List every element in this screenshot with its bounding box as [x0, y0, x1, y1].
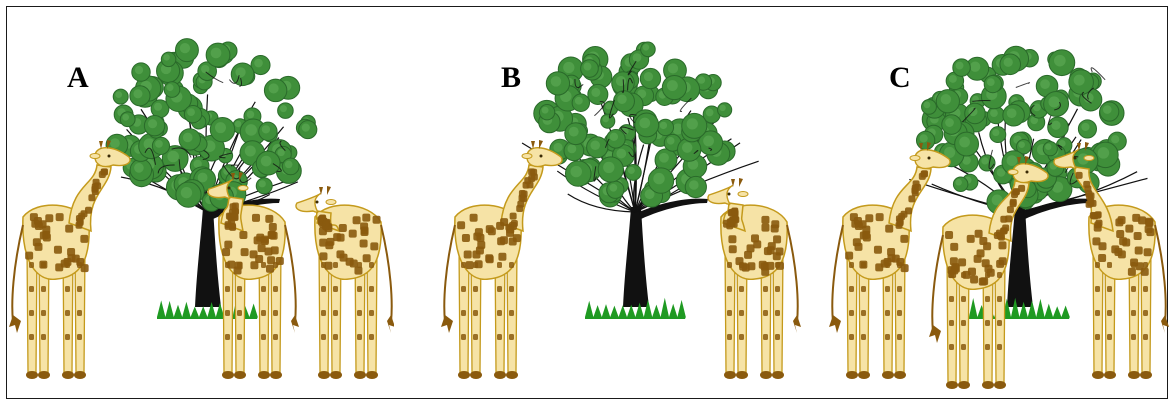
- giraffe-right: [708, 178, 801, 379]
- giraffe-left: [9, 140, 130, 379]
- panel-c: C: [827, 7, 1174, 400]
- panel-a-illustration: [7, 7, 394, 400]
- tree: [522, 42, 759, 319]
- figure-frame: A B C: [6, 6, 1168, 399]
- panel-label-c: C: [889, 61, 911, 95]
- panel-c-illustration: [827, 7, 1169, 400]
- panel-b: B: [437, 7, 824, 400]
- tree: [102, 39, 317, 319]
- giraffe-right: [296, 186, 394, 379]
- tree-trunk: [623, 199, 708, 307]
- tree-canopy: [106, 39, 317, 212]
- panel-b-illustration: [437, 7, 824, 400]
- giraffe-left: [829, 142, 950, 379]
- panel-label-b: B: [501, 61, 521, 95]
- panel-a: A: [7, 7, 394, 400]
- panel-label-a: A: [67, 61, 89, 95]
- giraffe-left: [441, 140, 562, 379]
- tree-trunk: [1007, 199, 1092, 307]
